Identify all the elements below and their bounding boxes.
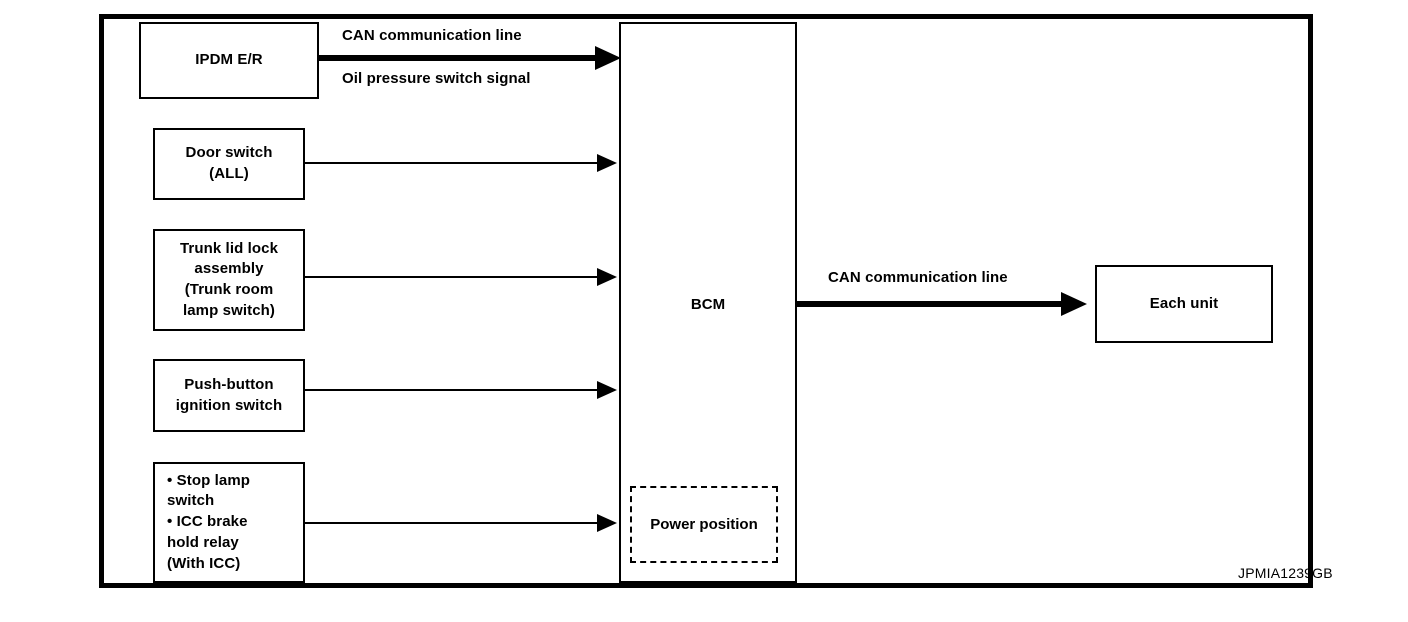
edge-push-bcm-line [305,389,600,391]
node-bcm-label: BCM [690,296,726,313]
edge-bcm-eachunit-label: CAN communication line [828,269,1008,286]
figure-reference-code: JPMIA1239GB [1238,565,1333,581]
edge-ipdm-bcm-top-label: CAN communication line [342,27,522,44]
edge-door-bcm-line [305,162,600,164]
node-door-switch-label: Door switch (ALL) [185,144,273,182]
node-each-unit: Each unit [1095,265,1273,343]
node-door-switch: Door switch (ALL) [153,128,305,200]
edge-ipdm-bcm-line [319,55,604,61]
edge-trunk-bcm-arrowhead [597,268,617,286]
node-ipdm-er-label: IPDM E/R [195,51,263,69]
node-push-button-ignition-switch-label: Push-button ignition switch [175,375,283,414]
edge-ipdm-bcm-arrowhead [595,46,621,70]
edge-door-bcm-arrowhead [597,154,617,172]
node-stop-lamp-switch-group: • Stop lamp switch • ICC brake hold rela… [153,462,305,583]
node-power-position-label: Power position [650,516,758,533]
node-stop-lamp-switch-group-label: • Stop lamp switch • ICC brake hold rela… [167,471,251,572]
edge-ipdm-bcm-bottom-label: Oil pressure switch signal [342,70,531,87]
edge-bcm-eachunit-arrowhead [1061,292,1087,316]
node-trunk-lid-lock-assembly: Trunk lid lock assembly (Trunk room lamp… [153,229,305,331]
edge-stop-bcm-arrowhead [597,514,617,532]
edge-push-bcm-arrowhead [597,381,617,399]
node-trunk-lid-lock-assembly-label: Trunk lid lock assembly (Trunk room lamp… [179,239,279,319]
node-bcm [619,22,797,583]
edge-stop-bcm-line [305,522,600,524]
node-each-unit-label: Each unit [1149,294,1219,312]
node-power-position: Power position [630,486,778,563]
node-ipdm-er: IPDM E/R [139,22,319,99]
edge-bcm-eachunit-line [797,301,1069,307]
edge-trunk-bcm-line [305,276,600,278]
node-push-button-ignition-switch: Push-button ignition switch [153,359,305,432]
